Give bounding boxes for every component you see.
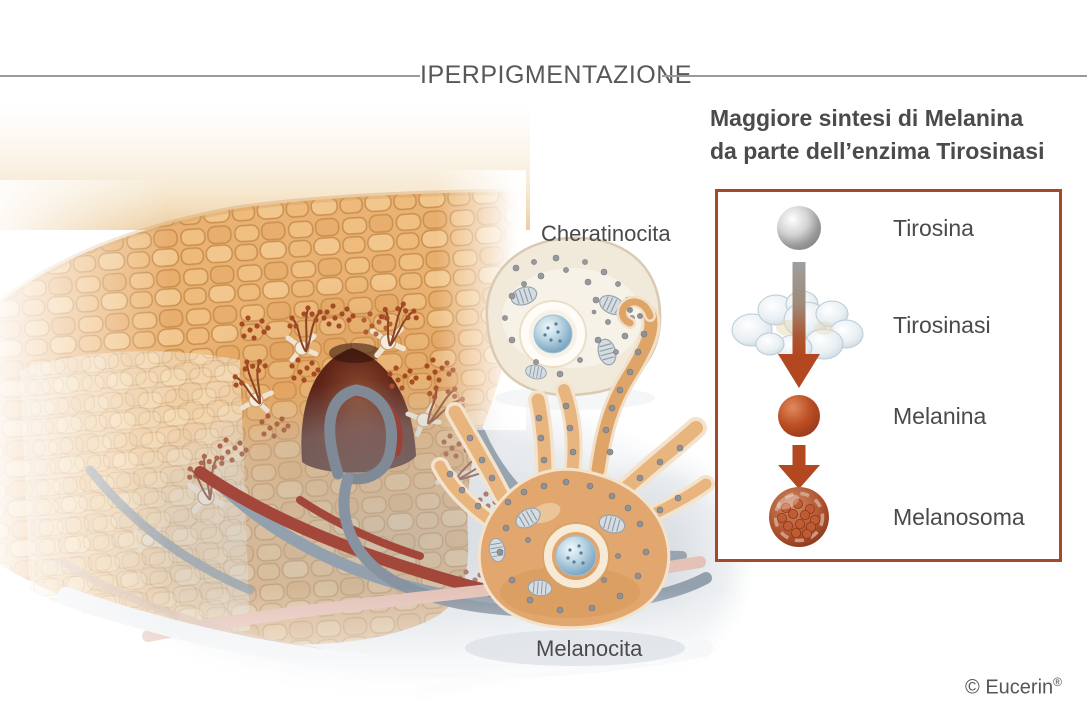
intro-heading-line1: Maggiore sintesi di Melanina <box>710 105 1024 131</box>
legend-icon-column <box>731 206 864 547</box>
reaction-arrow-icon <box>778 262 820 388</box>
melanocyte-melanosomes <box>446 402 684 614</box>
registered-trademark-symbol: ® <box>1053 675 1062 689</box>
title-rule-left <box>0 75 420 77</box>
intro-heading-line2: da parte dell’enzima Tirosinasi <box>710 138 1045 164</box>
keratinocyte-label: Cheratinocita <box>541 221 671 246</box>
keratinocyte-nucleus <box>533 314 573 354</box>
melanin-sphere-icon <box>778 395 820 437</box>
melanocyte-cell <box>431 381 715 666</box>
brand-copyright: © Eucerin® <box>965 675 1062 700</box>
melanocyte-dendrite <box>588 295 661 480</box>
legend-label-melanosoma: Melanosoma <box>893 504 1025 530</box>
tyrosine-sphere-icon <box>777 206 821 250</box>
page-title: IPERPIGMENTAZIONE <box>420 61 692 89</box>
legend-label-tirosinasi: Tirosinasi <box>893 312 991 338</box>
brand-copyright-text: © Eucerin <box>965 676 1054 699</box>
melanin-synthesis-legend: Tirosina Tirosinasi Melanina Melanosoma <box>715 189 1062 562</box>
intro-heading: Maggiore sintesi di Melanina da parte de… <box>710 102 1044 168</box>
title-rule-right <box>662 75 1087 77</box>
conversion-arrow-icon <box>778 445 820 489</box>
legend-label-tirosina: Tirosina <box>893 215 974 241</box>
legend-label-melanina: Melanina <box>893 403 987 429</box>
melanocyte-label: Melanocita <box>536 636 643 661</box>
melanosome-icon <box>769 487 829 547</box>
melanocyte-nucleus <box>555 535 597 577</box>
